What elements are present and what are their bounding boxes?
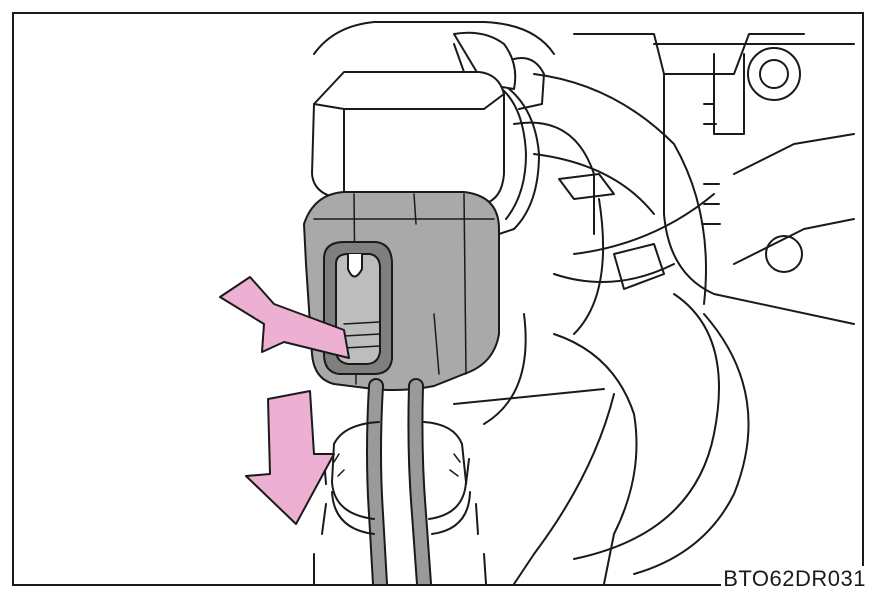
press-latch-arrow	[219, 276, 350, 359]
pull-down-arrow	[245, 390, 335, 525]
figure-code-label: BTO62DR031	[721, 566, 868, 592]
wire-harness	[366, 378, 432, 584]
connector-removal-drawing	[219, 21, 855, 584]
bulb-socket	[453, 31, 545, 240]
rubber-grommet	[313, 421, 487, 584]
connector-cap	[311, 43, 505, 205]
figure-frame	[12, 12, 864, 586]
connector-body	[303, 191, 500, 391]
housing-outline	[313, 21, 855, 584]
